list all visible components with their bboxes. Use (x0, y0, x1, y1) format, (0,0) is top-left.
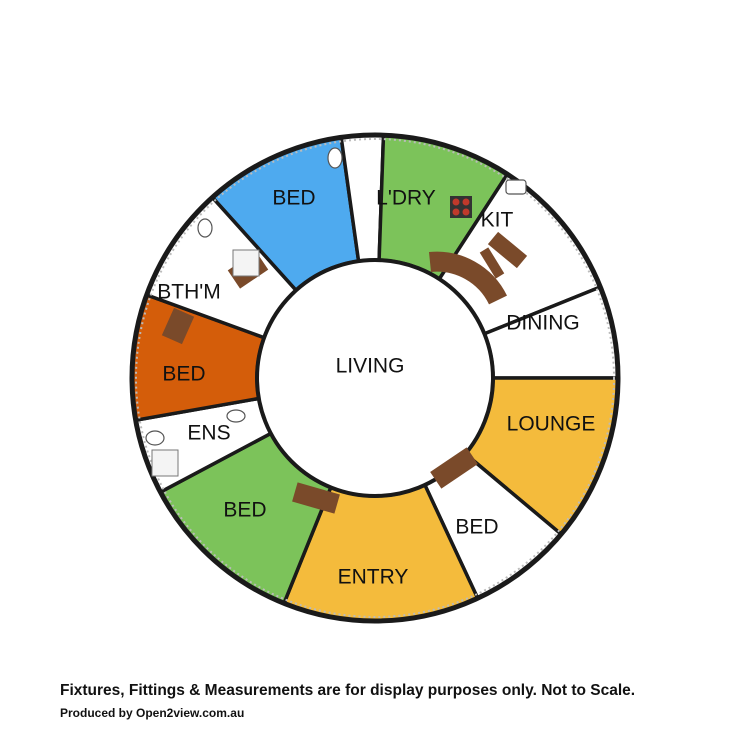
cooktop-burner-icon (452, 208, 460, 216)
credit-text: Produced by Open2view.com.au (60, 706, 245, 720)
living-room-area (255, 258, 495, 498)
toilet-icon (197, 218, 213, 238)
bedhead-furniture (161, 307, 195, 345)
room-label-bed-lower-right: BED (455, 516, 498, 539)
kitchen-bench (429, 251, 507, 305)
kitchen-island (487, 231, 528, 269)
bedhead-furniture (430, 447, 478, 489)
cooktop-burner-icon (462, 208, 470, 216)
window-line (135, 138, 615, 618)
cooktop-burner-icon (452, 198, 460, 206)
shower-icon (232, 249, 260, 277)
room-label-ensuite: ENS (187, 422, 230, 445)
toilet-icon (327, 147, 343, 169)
furniture-layer (161, 251, 478, 514)
room-label-bed-top: BED (272, 187, 315, 210)
room-label-laundry: L'DRY (376, 187, 436, 210)
outer-wall (129, 132, 621, 624)
toilet-icon (145, 430, 165, 446)
disclaimer-text: Fixtures, Fittings & Measurements are fo… (60, 682, 636, 699)
room-label-kitchen: KIT (481, 209, 514, 232)
room-label-dining: DINING (506, 312, 580, 335)
kitchen-island-2 (479, 247, 505, 279)
shower-icon (151, 449, 179, 477)
cooktop-icon (450, 196, 472, 218)
basin-icon (226, 409, 246, 423)
bedhead-furniture (292, 482, 340, 514)
floor-plan: LIVING BED L'DRY KIT DINING LOUNGE BED E… (129, 132, 621, 624)
room-label-bathroom: BTH'M (157, 281, 221, 304)
cooktop-burner-icon (462, 198, 470, 206)
room-label-bed-lower-left: BED (223, 499, 266, 522)
room-label-bed-left: BED (162, 363, 205, 386)
room-label-entry: ENTRY (338, 566, 409, 589)
sink-icon (505, 179, 527, 195)
room-label-living: LIVING (336, 355, 405, 378)
room-label-lounge: LOUNGE (507, 413, 596, 436)
